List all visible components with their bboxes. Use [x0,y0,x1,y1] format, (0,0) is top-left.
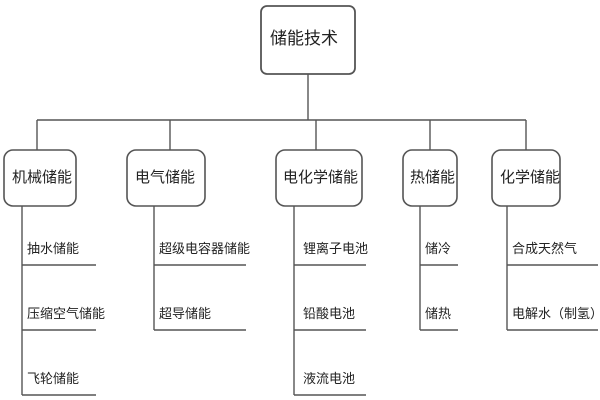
leaf-label-cold-storage: 储冷 [425,242,452,257]
category-label-electrochemical: 电化学储能 [283,168,359,186]
category-label-mechanical: 机械储能 [12,168,73,186]
category-label-electrical: 电气储能 [135,168,196,186]
leaf-label-lithium-ion: 锂离子电池 [303,242,369,257]
category-label-thermal: 热储能 [410,168,456,186]
leaf-label-synthetic-gas: 合成天然气 [512,242,578,257]
leaf-label-electrolysis: 电解水（制氢） [512,307,600,322]
category-node-box-0 [3,149,77,207]
category-node-box-2 [275,149,363,207]
leaf-label-flow-battery: 液流电池 [303,372,356,387]
category-node-box-3 [402,149,458,207]
category-label-chemical: 化学储能 [500,168,561,186]
leaf-label-lead-acid: 铅酸电池 [303,307,356,322]
category-node-box-1 [126,149,206,207]
category-node-box-4 [491,149,561,207]
root-node-label: 储能技术 [270,29,338,49]
leaf-label-supercapacitor: 超级电容器储能 [159,242,251,257]
leaf-label-pumped-hydro: 抽水储能 [27,242,80,257]
connector-lines [21,74,598,396]
leaf-label-flywheel: 飞轮储能 [27,372,80,387]
node-boxes [3,5,561,207]
leaf-label-heat-storage: 储热 [425,307,452,322]
root-node-box [260,5,356,75]
leaf-label-compressed-air: 压缩空气储能 [27,307,106,322]
leaf-label-superconducting: 超导储能 [159,307,212,322]
